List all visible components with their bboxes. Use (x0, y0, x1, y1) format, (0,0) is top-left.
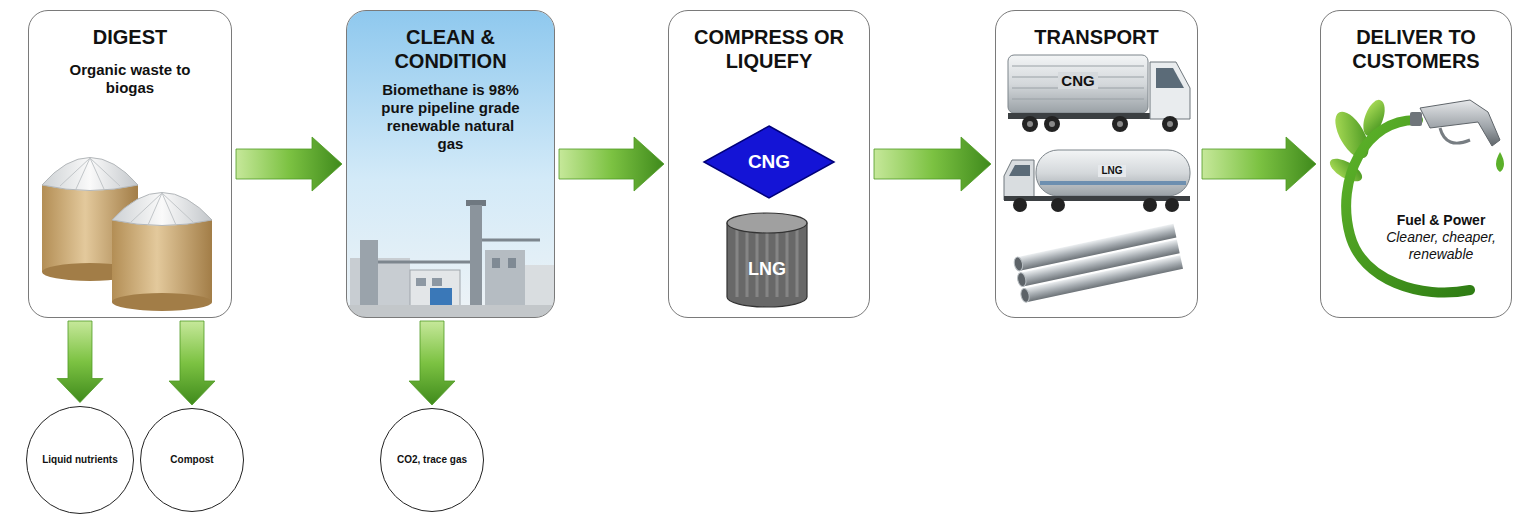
digester-tanks-part (60, 158, 90, 186)
cng-tube-trailer-part (1012, 99, 1144, 100)
digester-tanks-part (131, 193, 162, 222)
cng-tube-trailer-part (1117, 121, 1123, 127)
cng-tube-trailer-part (1112, 116, 1128, 132)
process-box: DELIVER TO CUSTOMERS Fuel & PowerCleaner,… (1320, 10, 1512, 318)
digester-tanks-part (112, 293, 212, 311)
treatment-plant-part (416, 278, 426, 286)
step-description: Biomethane is 98% pure pipeline grade re… (376, 81, 526, 153)
lng-tanker-part (1040, 181, 1186, 185)
digester-tanks-part (162, 193, 193, 222)
byproduct-label: Liquid nutrients (40, 454, 120, 466)
cylinder-body (727, 223, 807, 307)
process-box: DIGEST Organic waste to biogas (28, 10, 232, 318)
cng-tube-trailer-part (1150, 62, 1190, 119)
treatment-plant-part (378, 261, 470, 264)
digester-tanks-part (76, 158, 90, 189)
cylinder-stripe (796, 223, 799, 297)
cng-tube-trailer-part (1012, 66, 1144, 67)
storage-cylinder: LNG (727, 213, 807, 307)
step-heading: TRANSPORT (1034, 25, 1158, 49)
step-heading: DIGEST (93, 25, 167, 49)
product-heading: Fuel & Power (1381, 212, 1501, 229)
digester-tanks-part (90, 158, 120, 186)
pipeline (1013, 224, 1183, 303)
digester-tanks-part (162, 193, 176, 225)
lng-tanker-part (1009, 165, 1030, 176)
fuel-nozzle-part (1346, 120, 1470, 293)
lng-tanker-part (1004, 196, 1190, 201)
lng-tanker-part (1036, 150, 1190, 196)
treatment-plant-part (432, 278, 442, 286)
treatment-plant-part (508, 258, 516, 268)
lng-tanker-part (1051, 198, 1065, 212)
digester-tanks-part (112, 220, 212, 302)
treatment-plant (347, 11, 554, 317)
cng-tube-trailer-part (1049, 121, 1055, 127)
lng-tanker-part (1165, 198, 1179, 212)
vehicle-label: CNG (1058, 72, 1097, 89)
digester-tanks (42, 158, 212, 312)
byproduct-label: CO2, trace gas (392, 454, 472, 466)
flow-arrow (874, 137, 991, 191)
cylinder-top (727, 213, 807, 233)
step-heading: COMPRESS OR LIQUEFY (679, 25, 859, 73)
fuel-nozzle (1326, 97, 1504, 292)
byproduct-circle: Compost (140, 408, 244, 512)
byproduct-circle: Liquid nutrients (26, 406, 135, 515)
process-box: CLEAN & CONDITION Biomethane is 98% pure … (346, 10, 555, 318)
treatment-plant-part (347, 11, 554, 317)
cylinder-stripe (736, 223, 739, 297)
diamond-fill (704, 126, 834, 198)
shape-label: LNG (748, 259, 786, 281)
process-box: TRANSPORT (995, 10, 1198, 318)
output-arrow (409, 321, 455, 405)
fuel-nozzle-part (1440, 128, 1470, 143)
shape-label: CNG (748, 151, 790, 174)
byproduct-label: Compost (152, 454, 232, 466)
cng-tube-trailer-part (1008, 55, 1148, 113)
step-description: Organic waste to biogas (50, 61, 210, 97)
cng-tube-trailer (1008, 55, 1190, 132)
fuel-nozzle-part (1496, 152, 1504, 172)
lng-tanker-part (1013, 198, 1027, 212)
pipeline-part (1020, 288, 1031, 303)
digester-tanks-part (112, 193, 212, 226)
flow-arrow (236, 137, 342, 191)
digester-tanks-part (42, 158, 138, 191)
cng-tube-trailer-part (1167, 121, 1173, 127)
digester-tanks-part (148, 193, 162, 225)
step-heading: CLEAN & CONDITION (357, 25, 544, 73)
fuel-nozzle-part (1410, 112, 1422, 126)
cng-tube-trailer-part (1027, 121, 1033, 127)
lng-tanker-part (1143, 198, 1157, 212)
process-box: COMPRESS OR LIQUEFY CNG LNG (668, 10, 870, 318)
pipeline-part (1013, 256, 1024, 271)
cng-tube-trailer-part (1156, 68, 1184, 88)
treatment-plant-part (492, 258, 500, 268)
pipeline-part (1016, 272, 1027, 287)
flow-arrow (559, 137, 664, 191)
output-arrow (169, 321, 215, 405)
cng-tube-trailer-part (1044, 116, 1060, 132)
lng-tanker (1004, 150, 1190, 212)
vehicle-label: LNG (1098, 165, 1125, 177)
flow-arrow (1202, 137, 1316, 191)
fuel-nozzle-part (1420, 100, 1500, 146)
product-tagline: Cleaner, cheaper, renewable (1381, 229, 1501, 263)
lng-tanker-part (1004, 160, 1034, 200)
step-heading: DELIVER TO CUSTOMERS (1331, 25, 1501, 73)
treatment-plant-part (482, 239, 540, 242)
byproduct-circle: CO2, trace gas (380, 408, 484, 512)
cng-tube-trailer-part (1022, 116, 1038, 132)
treatment-plant-part (347, 305, 554, 317)
treatment-plant-part (470, 205, 482, 317)
pipeline-part (1024, 255, 1183, 302)
product-diamond: CNG (704, 126, 834, 198)
cng-tube-trailer-part (1162, 116, 1178, 132)
digester-tanks-part (90, 158, 104, 189)
output-arrow (57, 321, 103, 403)
